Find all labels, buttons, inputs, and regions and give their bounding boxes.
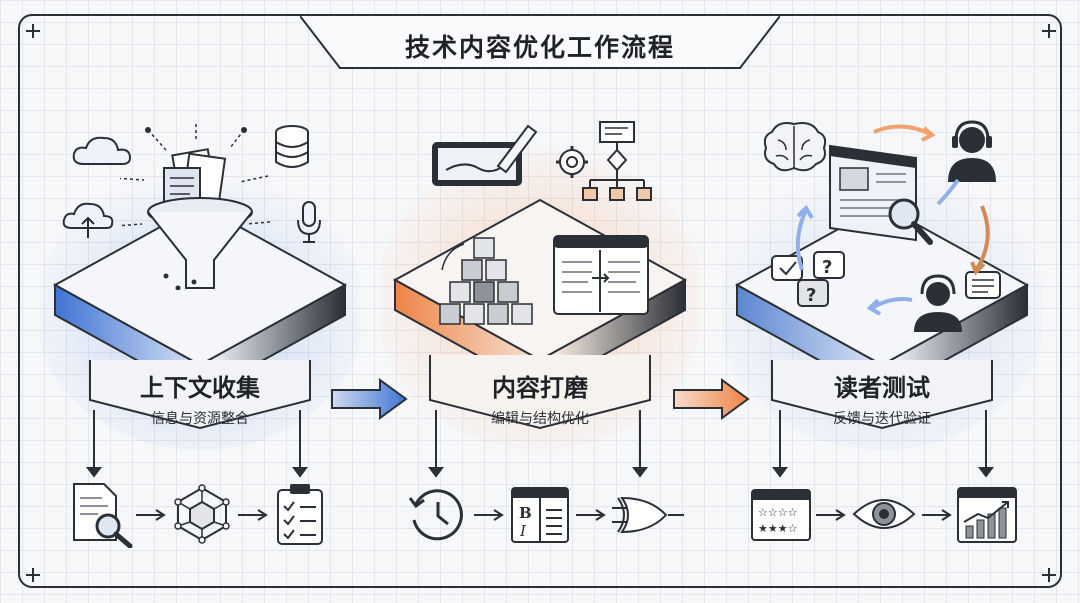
funnel-icon <box>147 148 253 289</box>
logic-gate-icon <box>612 496 684 534</box>
svg-text:?: ? <box>822 257 832 278</box>
document-search-icon <box>73 483 133 548</box>
headset-user-icon <box>948 120 996 182</box>
corner-mark <box>1042 24 1056 38</box>
svg-text:I: I <box>519 522 527 540</box>
gear-flowchart-icon <box>556 121 652 201</box>
webpage-magnifier-icon <box>829 144 933 245</box>
arrow-right-icon <box>136 509 166 521</box>
svg-text:☆☆☆☆: ☆☆☆☆ <box>758 506 798 519</box>
diagram-frame <box>18 14 1062 588</box>
cycle-arrows-icon <box>795 124 990 316</box>
bottom-row-stage1 <box>60 480 350 550</box>
stage-context-collection: 上下文收集 信息与资源整合 <box>40 100 360 460</box>
stage-subtitle: 反馈与迭代验证 <box>833 411 931 427</box>
corner-mark <box>26 568 40 582</box>
stage-content-polishing: 内容打磨 编辑与结构优化 <box>380 100 700 460</box>
microphone-icon <box>297 201 321 243</box>
growth-chart-icon <box>957 487 1017 543</box>
svg-text:B: B <box>519 504 532 522</box>
svg-text:?: ? <box>806 285 816 306</box>
flow-arrow-right <box>673 378 750 420</box>
drop-lines <box>86 410 994 478</box>
eye-icon <box>852 499 916 529</box>
flow-arrow-right <box>331 378 408 420</box>
stage-subtitle: 编辑与结构优化 <box>491 411 589 427</box>
arrow-right-icon <box>576 509 606 521</box>
arrow-right-icon <box>922 509 952 521</box>
page-title: 技术内容优化工作流程 <box>404 33 675 62</box>
bottom-row-stage2: B I <box>400 480 690 550</box>
chat-question-icon: ? ? <box>771 251 845 307</box>
arrow-right-icon <box>474 509 504 521</box>
history-clock-icon <box>408 489 463 541</box>
corner-mark <box>1042 568 1056 582</box>
arrow-right-icon <box>238 509 268 521</box>
stage-reader-testing: 读者测试 反馈与迭代验证 ? ? <box>722 100 1042 460</box>
cloud-upload-icon <box>62 202 114 238</box>
tablet-pen-icon <box>432 124 538 186</box>
brain-icon <box>763 122 827 172</box>
inflow-arrows <box>120 124 271 290</box>
cloud-icon <box>72 136 132 165</box>
stage-title: 读者测试 <box>834 374 930 402</box>
blocks-pyramid-icon <box>439 237 533 325</box>
stage-title: 上下文收集 <box>140 374 260 402</box>
checklist-clipboard-icon <box>277 484 323 545</box>
stage-title: 内容打磨 <box>492 374 588 402</box>
corner-mark <box>26 24 40 38</box>
stage-subtitle: 信息与资源整合 <box>151 411 249 427</box>
arrow-right-icon <box>816 509 846 521</box>
rating-list-icon: ☆☆☆☆ ★★★☆ <box>751 489 811 541</box>
svg-text:★★★☆: ★★★☆ <box>758 522 798 535</box>
user-headset-icon <box>914 271 1001 332</box>
bottom-row-stage3: ☆☆☆☆ ★★★☆ <box>748 480 1038 550</box>
title-tab: 技术内容优化工作流程 <box>300 14 780 70</box>
text-format-panel-icon: B I <box>511 487 569 543</box>
split-window-icon <box>553 235 649 315</box>
database-icon <box>275 125 309 168</box>
network-cube-icon <box>174 484 230 544</box>
